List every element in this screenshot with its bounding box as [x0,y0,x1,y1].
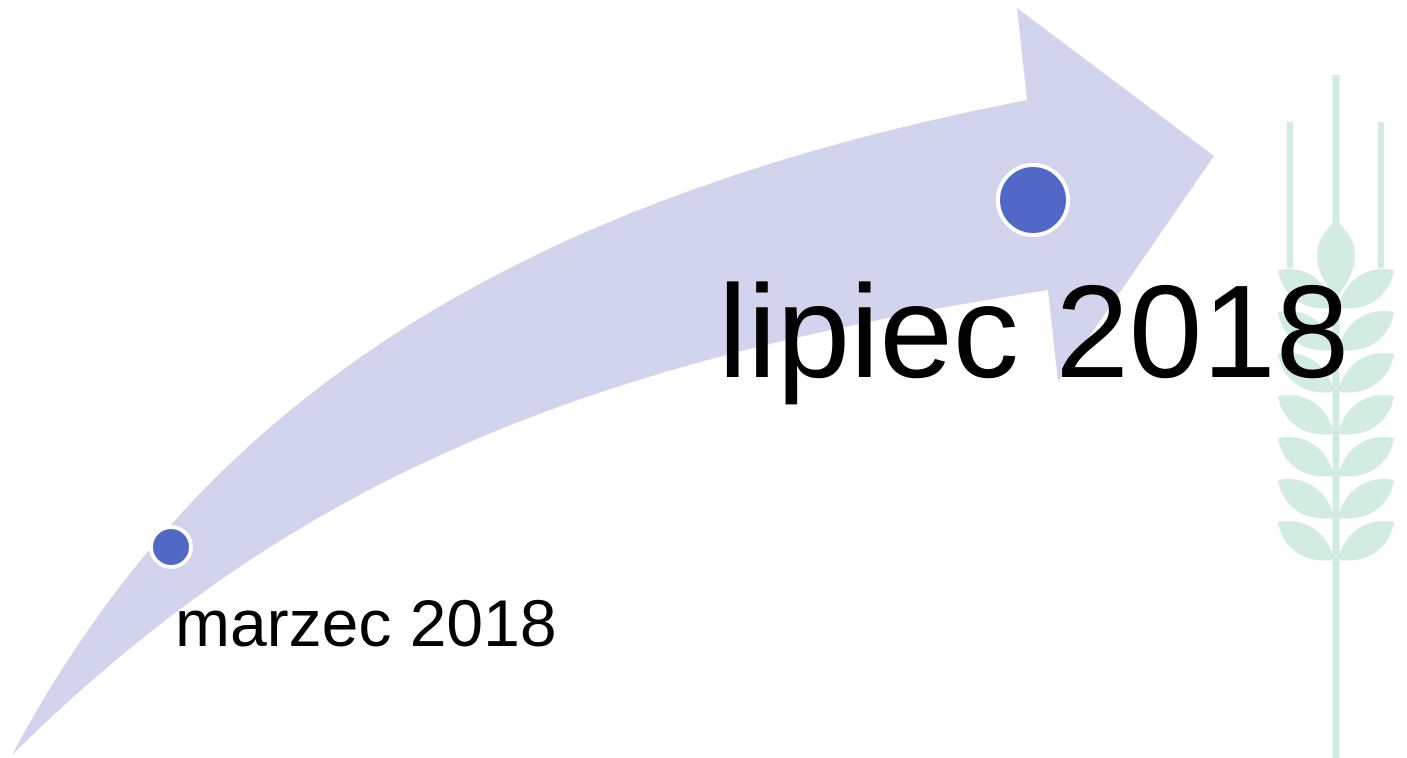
milestone-label-start: marzec 2018 [175,586,557,660]
milestone-marker-end [996,163,1070,237]
curved-arrow-icon [12,8,1214,755]
milestone-label-end: lipiec 2018 [718,258,1350,405]
milestone-marker-start [149,525,193,569]
wheat-ear-icon [1278,75,1394,758]
